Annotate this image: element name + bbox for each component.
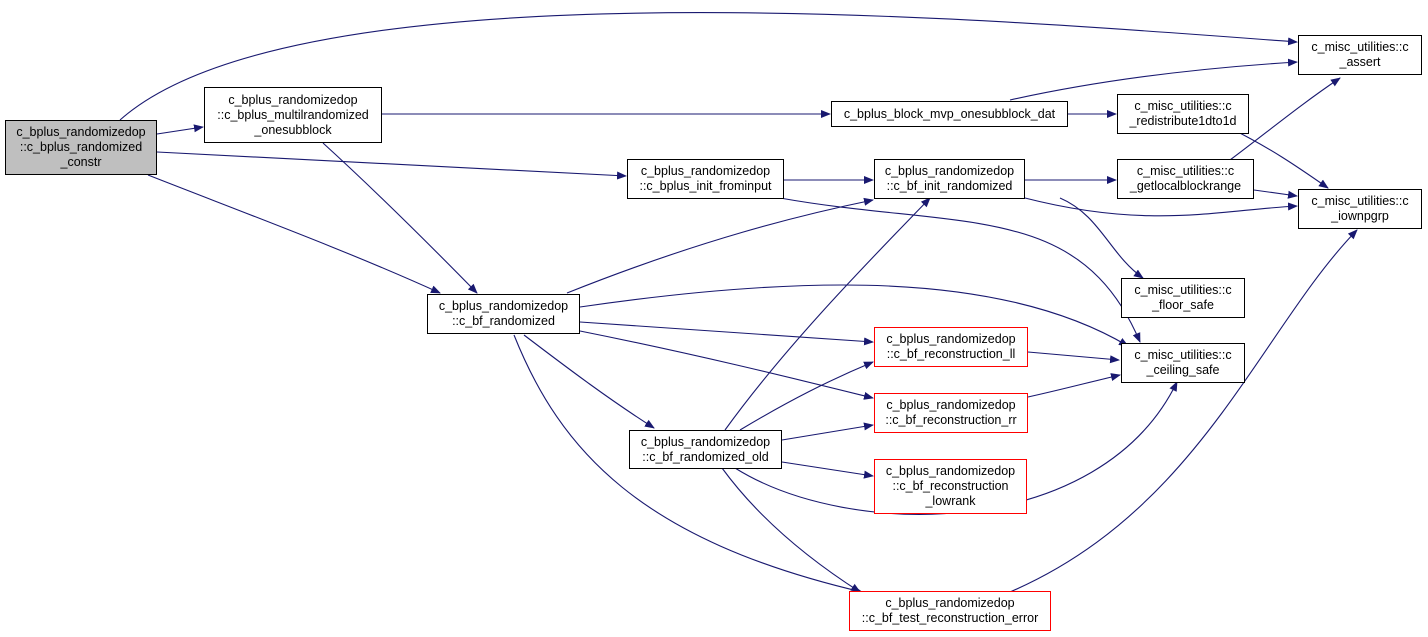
node-c-bplus-randomized-constr: c_bplus_randomizedop ::c_bplus_randomize… <box>5 120 157 175</box>
node-label-line: _lowrank <box>925 494 976 508</box>
edge-bfrand-initrand <box>566 197 874 294</box>
edge-redist-iownpgrp <box>1229 127 1329 189</box>
node-label-line: c_misc_utilities::c <box>1136 164 1235 178</box>
node-label-line: _onesubblock <box>254 122 332 137</box>
node-c-bf-randomized[interactable]: c_bplus_randomizedop ::c_bf_randomized <box>427 294 580 334</box>
node-label-line: ::c_bf_randomized <box>452 314 555 328</box>
node-label-line: c_bplus_randomizedop <box>884 164 1015 178</box>
edge-multil-bfrand <box>322 142 478 294</box>
node-label-line: c_misc_utilities::c <box>1311 40 1409 54</box>
node-label-line: c_misc_utilities::c <box>1134 283 1232 297</box>
node-label-line: ::c_bf_reconstruction_rr <box>885 413 1017 427</box>
edge-initrand-floor <box>1059 197 1144 279</box>
node-label-line: _ceiling_safe <box>1146 363 1220 377</box>
node-label-line: _floor_safe <box>1152 298 1214 312</box>
edge-bfrand-ceiling <box>579 284 1129 347</box>
node-label-line: c_bplus_randomizedop <box>16 125 146 139</box>
edge-old-initrand <box>724 197 931 431</box>
edge-old-recll <box>739 361 874 431</box>
edge-old-lowrank <box>781 461 874 479</box>
edge-initrand-iownpgrp <box>1024 197 1298 217</box>
edge-mvp-assert <box>1009 58 1298 101</box>
edge-getlocal-assert <box>1229 77 1341 161</box>
node-c-bplus-multilrandomized-onesubblock[interactable]: c_bplus_randomizedop ::c_bplus_multilran… <box>204 87 382 143</box>
node-c-getlocalblockrange[interactable]: c_misc_utilities::c _getlocalblockrange <box>1117 159 1254 199</box>
edge-getlocal-iownpgrp <box>1253 189 1298 199</box>
node-c-bf-test-reconstruction-error[interactable]: c_bplus_randomizedop ::c_bf_test_reconst… <box>849 591 1051 631</box>
node-c-bf-randomized-old[interactable]: c_bplus_randomizedop ::c_bf_randomized_o… <box>629 430 782 469</box>
edge-old-recrr <box>781 422 874 441</box>
node-c-bf-reconstruction-rr[interactable]: c_bplus_randomizedop ::c_bf_reconstructi… <box>874 393 1028 433</box>
node-label-line: c_bplus_randomizedop <box>885 596 1015 610</box>
node-c-bplus-block-mvp-onesubblock-dat[interactable]: c_bplus_block_mvp_onesubblock_dat <box>831 101 1068 127</box>
node-label-line: ::c_bf_init_randomized <box>886 179 1013 193</box>
node-label-line: c_misc_utilities::c <box>1311 194 1409 208</box>
edge-bfrand-recll <box>579 321 874 346</box>
node-label-line: c_bplus_randomizedop <box>886 398 1016 412</box>
node-label-line: ::c_bf_reconstruction <box>892 479 1009 493</box>
node-c-bf-reconstruction-lowrank[interactable]: c_bplus_randomizedop ::c_bf_reconstructi… <box>874 459 1027 514</box>
node-label-line: ::c_bplus_multilrandomized <box>217 107 369 122</box>
node-label-line: ::c_bf_test_reconstruction_error <box>861 611 1039 625</box>
edge-recll-ceiling <box>1027 351 1120 364</box>
node-label-line: c_misc_utilities::c <box>1134 348 1232 362</box>
node-label-line: ::c_bplus_init_frominput <box>639 179 772 193</box>
edge-constr-frominput <box>156 151 627 180</box>
node-label-line: ::c_bplus_randomized <box>19 140 143 154</box>
node-label-line: _getlocalblockrange <box>1129 179 1242 193</box>
node-label-line: c_bplus_randomizedop <box>640 164 771 178</box>
node-label-line: _iownpgrp <box>1331 209 1389 223</box>
edge-constr-assert <box>119 12 1298 121</box>
node-c-assert[interactable]: c_misc_utilities::c _assert <box>1298 35 1422 75</box>
node-label-line: ::c_bf_randomized_old <box>642 449 769 464</box>
edge-constr-bfrand <box>147 174 441 294</box>
node-label-line: ::c_bf_reconstruction_ll <box>886 347 1016 361</box>
node-c-bf-reconstruction-ll[interactable]: c_bplus_randomizedop ::c_bf_reconstructi… <box>874 327 1028 367</box>
edge-frominput-ceiling <box>779 197 1141 343</box>
edge-bfrand-old <box>523 334 655 429</box>
node-c-bplus-init-frominput[interactable]: c_bplus_randomizedop ::c_bplus_init_from… <box>627 159 784 199</box>
node-label-line: _constr <box>60 155 102 169</box>
node-label-line: c_bplus_randomizedop <box>438 299 569 313</box>
node-label-line: c_bplus_randomizedop <box>885 464 1016 478</box>
edge-recrr-ceiling <box>1027 373 1121 398</box>
node-c-bf-init-randomized[interactable]: c_bplus_randomizedop ::c_bf_init_randomi… <box>874 159 1025 199</box>
node-c-redistribute1dto1d[interactable]: c_misc_utilities::c _redistribute1dto1d <box>1117 94 1249 134</box>
edge-constr-multil <box>156 124 204 135</box>
node-label-line: c_bplus_randomizedop <box>640 434 771 449</box>
node-label-line: _redistribute1dto1d <box>1129 114 1237 128</box>
edge-testerr-iownpgrp <box>1009 229 1358 593</box>
node-c-iownpgrp[interactable]: c_misc_utilities::c _iownpgrp <box>1298 189 1422 229</box>
node-label-line: c_misc_utilities::c <box>1134 99 1232 113</box>
edge-bfrand-testerr <box>513 334 863 594</box>
node-c-ceiling-safe[interactable]: c_misc_utilities::c _ceiling_safe <box>1121 343 1245 383</box>
node-c-floor-safe[interactable]: c_misc_utilities::c _floor_safe <box>1121 278 1245 318</box>
node-label-line: c_bplus_block_mvp_onesubblock_dat <box>843 106 1056 121</box>
edge-bfrand-recrr <box>579 330 874 400</box>
node-label-line: c_bplus_randomizedop <box>228 92 358 107</box>
node-label-line: _assert <box>1339 55 1381 69</box>
node-label-line: c_bplus_randomizedop <box>886 332 1016 346</box>
edge-old-testerr <box>721 467 861 593</box>
